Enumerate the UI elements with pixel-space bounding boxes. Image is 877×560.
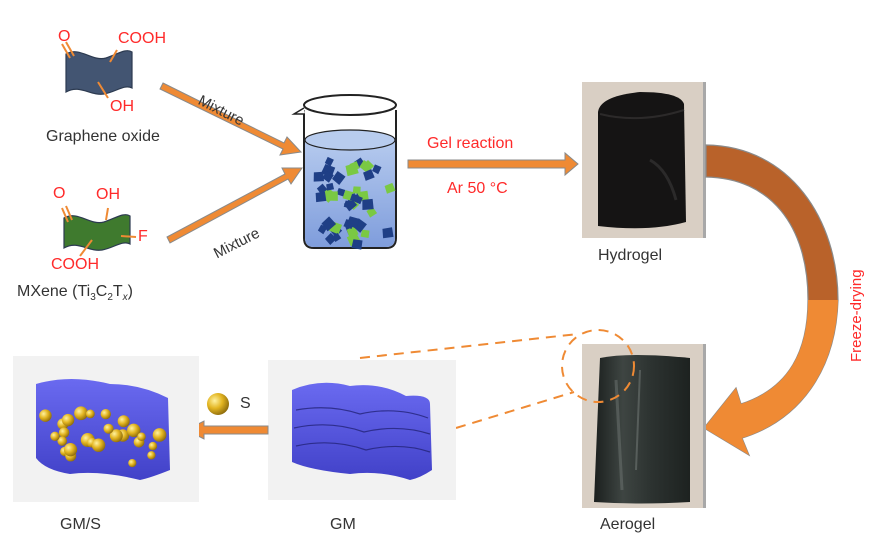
sulfur-particle-icon <box>58 427 70 438</box>
freeze-drying-label: Freeze-drying <box>848 269 865 362</box>
flake-icon <box>345 162 359 177</box>
sulfur-particle-icon <box>63 443 78 457</box>
flake-icon <box>317 224 328 235</box>
gm-panel <box>268 360 456 500</box>
gms-label: GM/S <box>60 516 101 533</box>
sulfur-particle-icon <box>74 406 88 421</box>
sulfur-particle-icon <box>100 408 111 420</box>
freeze-drying-arrow <box>703 144 839 457</box>
flake-icon <box>372 164 382 175</box>
flake-icon <box>336 188 346 197</box>
flake-icon <box>315 191 327 203</box>
mxene-mid-2: T <box>112 283 123 300</box>
flake-icon <box>327 191 338 201</box>
sulfur-particle-icon <box>85 409 95 419</box>
gel-condition-label: Ar 50 °C <box>447 180 508 197</box>
flake-icon <box>316 183 328 195</box>
go-carboxyl-label: COOH <box>118 30 166 47</box>
sulfur-particle-icon <box>103 423 114 434</box>
flake-icon <box>382 227 394 239</box>
gm-label: GM <box>330 516 356 533</box>
mxene-carboxyl-label: COOH <box>51 256 99 273</box>
sulfur-sphere-icon <box>207 393 229 415</box>
flake-icon <box>360 229 370 238</box>
mxene-name-prefix: MXene (Ti <box>17 283 91 300</box>
flakes-in-beaker <box>313 156 396 250</box>
sulfur-particle-icon <box>109 429 123 443</box>
go-hydroxyl-label: OH <box>110 98 134 115</box>
flake-icon <box>326 182 335 191</box>
mxene-sub-1: 3 <box>90 292 96 304</box>
mxene-carbonyl-label: O <box>53 185 66 202</box>
sulfur-particle-icon <box>91 438 106 452</box>
mxene-hydroxyl-label: OH <box>96 186 120 203</box>
sulfur-particle-icon <box>148 441 158 451</box>
flake-icon <box>332 232 342 243</box>
hydrogel-label: Hydrogel <box>598 247 663 264</box>
flake-icon <box>349 193 359 203</box>
flake-icon <box>351 239 363 250</box>
mxene-fluorine-label: F <box>138 228 148 245</box>
mxene-label: MXene (Ti3C2Tx) <box>17 283 133 303</box>
sulfur-particle-icon <box>61 413 75 427</box>
sulfur-particle-icon <box>137 432 146 441</box>
flake-icon <box>313 171 325 182</box>
flake-icon <box>384 182 396 194</box>
flake-icon <box>363 169 375 181</box>
sulfur-particle-icon <box>50 431 60 441</box>
flake-icon <box>322 170 334 183</box>
graphene-oxide-label: Graphene oxide <box>46 128 160 145</box>
sulfur-particles <box>39 406 167 468</box>
aerogel-photo <box>582 344 706 508</box>
flake-icon <box>332 171 346 185</box>
sulfur-particle-icon <box>128 458 137 468</box>
flake-icon <box>362 198 374 210</box>
sulfur-particle-icon <box>39 409 52 422</box>
flake-icon <box>359 160 371 172</box>
sulfur-particle-icon <box>127 423 141 438</box>
sulfur-particle-icon <box>147 451 156 460</box>
mixture-arrow-bottom <box>166 167 303 244</box>
flake-icon <box>324 156 334 167</box>
gel-reaction-arrow <box>407 151 579 177</box>
sulfur-particle-icon <box>152 428 167 442</box>
mxene-sub-2: 2 <box>107 292 113 304</box>
mixture-arrow-top <box>159 82 303 156</box>
flake-icon <box>346 216 360 229</box>
aerogel-label: Aerogel <box>600 516 656 533</box>
sulfur-label: S <box>240 395 251 412</box>
sulfur-particle-icon <box>117 415 130 428</box>
zoom-indicator <box>359 329 635 429</box>
hydrogel-photo <box>582 82 706 238</box>
gel-reaction-label: Gel reaction <box>427 135 514 152</box>
mxene-mid-1: C <box>95 283 108 300</box>
flake-icon <box>366 206 378 218</box>
mxene-sheet-icon <box>61 205 137 257</box>
mxene-sub-3: x <box>122 292 128 304</box>
go-carbonyl-label: O <box>58 28 71 45</box>
sulfur-particle-icon <box>57 436 67 446</box>
mxene-name-suffix: ) <box>127 283 133 300</box>
graphene-oxide-sheet-icon <box>61 41 133 99</box>
